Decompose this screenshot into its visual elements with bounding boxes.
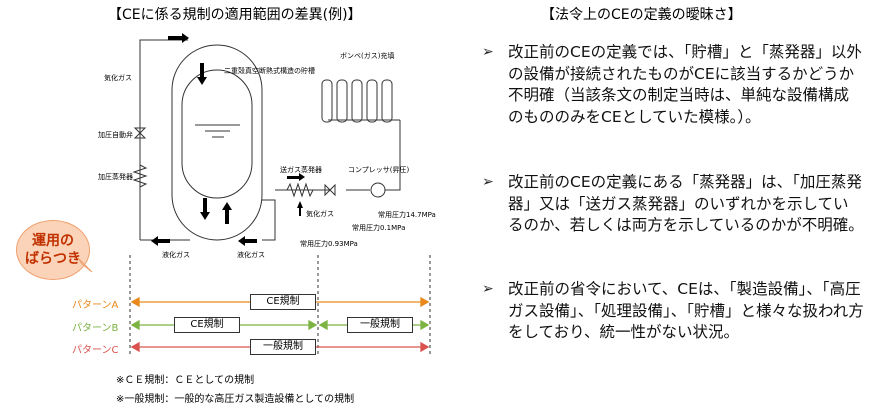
pattern-b-ce-box: CE規制 bbox=[174, 317, 240, 333]
arrowhead-bullet-icon: ➢ bbox=[482, 174, 494, 190]
callout-tail bbox=[78, 258, 93, 273]
bullet-item-1: ➢ 改正前のCEの定義では、「貯槽」と「蒸発器」以外の設備が接続されたものがCE… bbox=[482, 42, 867, 152]
right-title: 【法令上のCEの定義の曖昧さ】 bbox=[541, 7, 742, 23]
left-title: 【CEに係る規制の適用範囲の差異(例)】 bbox=[108, 7, 362, 23]
normal-pressure-0-93: 常用圧力0.93MPa bbox=[300, 240, 358, 248]
cylinder-label: ボンベ(ガス)充填 bbox=[340, 52, 395, 60]
compressor-label: コンプレッサ(昇圧) bbox=[348, 166, 410, 174]
vaporized-gas-label-2: 気化ガス bbox=[306, 210, 334, 218]
arrowhead-bullet-icon: ➢ bbox=[482, 44, 494, 60]
normal-pressure-0-1: 常用圧力0.1MPa bbox=[352, 224, 406, 232]
liquefied-gas-label-1: 液化ガス bbox=[162, 251, 190, 259]
process-diagram bbox=[129, 33, 431, 355]
liquefied-gas-label-2: 液化ガス bbox=[237, 251, 265, 259]
callout-text: 運用の ばらつき bbox=[25, 233, 81, 267]
auto-valve-label: 加圧自動弁 bbox=[98, 131, 133, 139]
bullet-text-2: 改正前のCEの定義にある「蒸発器」は、「加圧蒸発器」又は「送ガス蒸発器」のいずれ… bbox=[508, 173, 864, 234]
bullet-text-3: 改正前の省令において、CEは、「製造設備」、「高圧ガス設備」、「処理設備」、「貯… bbox=[508, 280, 864, 341]
pattern-b-general-box: 一般規制 bbox=[347, 317, 413, 333]
pattern-c-label: パターンC bbox=[72, 345, 119, 356]
pattern-c-general-box: 一般規制 bbox=[250, 339, 316, 355]
gas-feed-evaporator-label: 送ガス蒸発器 bbox=[280, 166, 322, 174]
vaporized-gas-label: 気化ガス bbox=[104, 74, 132, 82]
pressurizing-evaporator-label: 加圧蒸発器 bbox=[98, 173, 133, 181]
variation-callout: 運用の ばらつき bbox=[16, 220, 90, 280]
bullet-item-3: ➢ 改正前の省令において、CEは、「製造設備」、「高圧ガス設備」、「処理設備」、… bbox=[482, 279, 867, 349]
bullet-text-1: 改正前のCEの定義では、「貯槽」と「蒸発器」以外の設備が接続されたものがCEに該… bbox=[508, 43, 862, 126]
arrowhead-bullet-icon: ➢ bbox=[482, 281, 494, 297]
pattern-a-ce-box: CE規制 bbox=[250, 294, 316, 310]
bullet-item-2: ➢ 改正前のCEの定義にある「蒸発器」は、「加圧蒸発器」又は「送ガス蒸発器」のい… bbox=[482, 172, 867, 262]
normal-pressure-14-7: 常用圧力14.7MPa bbox=[378, 211, 436, 219]
note-general-regulation: ※一般規制：一般的な高圧ガス製造設備としての規制 bbox=[116, 394, 355, 405]
note-ce-regulation: ※ＣＥ規制：ＣＥとしての規制 bbox=[116, 375, 255, 386]
pattern-a-label: パターンA bbox=[72, 300, 119, 311]
pattern-b-label: パターンB bbox=[72, 323, 119, 334]
tank-label: 二重殻真空断熱式構造の貯槽 bbox=[224, 67, 315, 75]
